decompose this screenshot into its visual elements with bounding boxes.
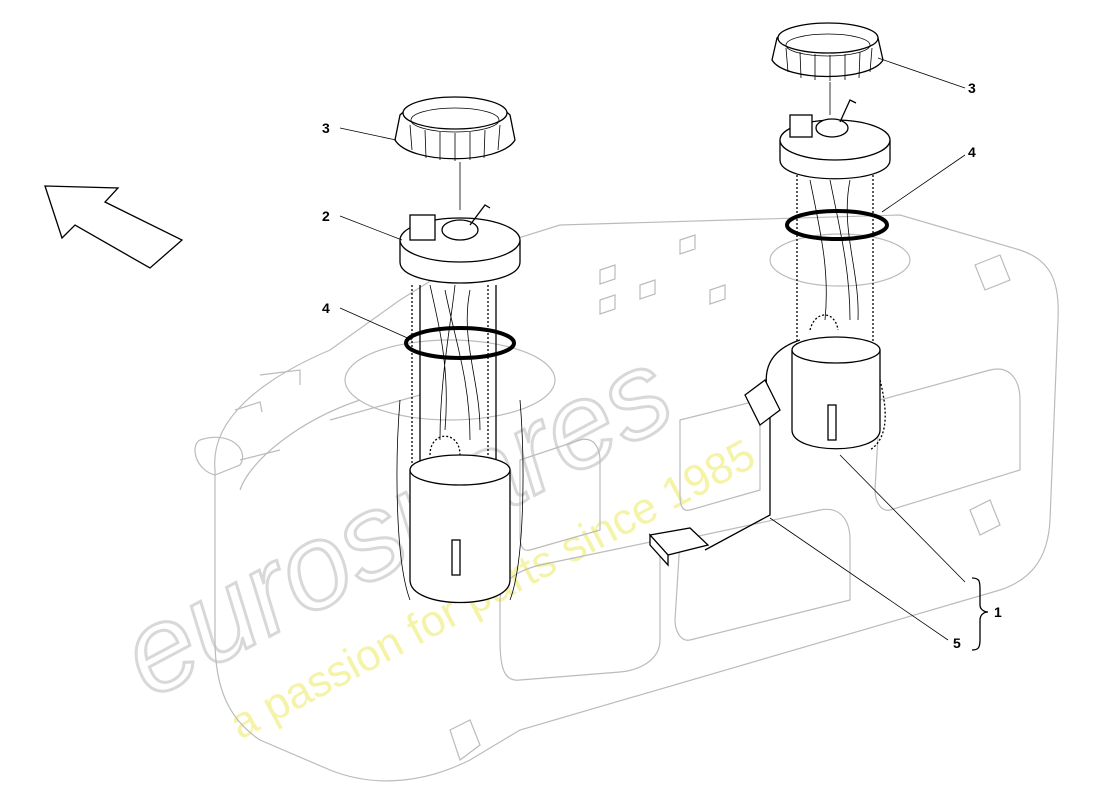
left-guide-rods [411,284,497,470]
callout-left-2: 2 [322,208,403,241]
callout-label: 4 [968,144,976,160]
callout-label: 3 [322,120,330,136]
callout-label: 2 [322,208,330,224]
callout-left-4: 4 [322,300,413,341]
left-pump-flange [399,204,521,284]
right-pump-module [648,22,891,567]
left-o-ring [404,326,516,360]
right-ring-nut [771,22,884,81]
left-ring-nut [394,96,516,161]
callout-left-3: 3 [322,120,397,141]
right-guide-rods [796,175,874,350]
callout-right-3: 3 [877,57,976,96]
left-pump-body [396,399,524,604]
arrow-up-left-icon [44,185,184,269]
callout-label: 3 [968,80,976,96]
fuel-tank [194,214,1059,782]
callout-label: 5 [953,635,961,651]
right-pump-body [791,314,886,451]
callout-right-1: 1 [839,454,1002,651]
callout-right-4: 4 [881,144,976,213]
callout-right-5: 5 [769,517,961,651]
right-pump-flange [779,99,891,180]
left-pump-module [394,96,524,604]
callout-label: 1 [994,604,1002,620]
right-o-ring [785,209,889,241]
callout-label: 4 [322,300,330,316]
fuel-level-sender [648,339,801,567]
